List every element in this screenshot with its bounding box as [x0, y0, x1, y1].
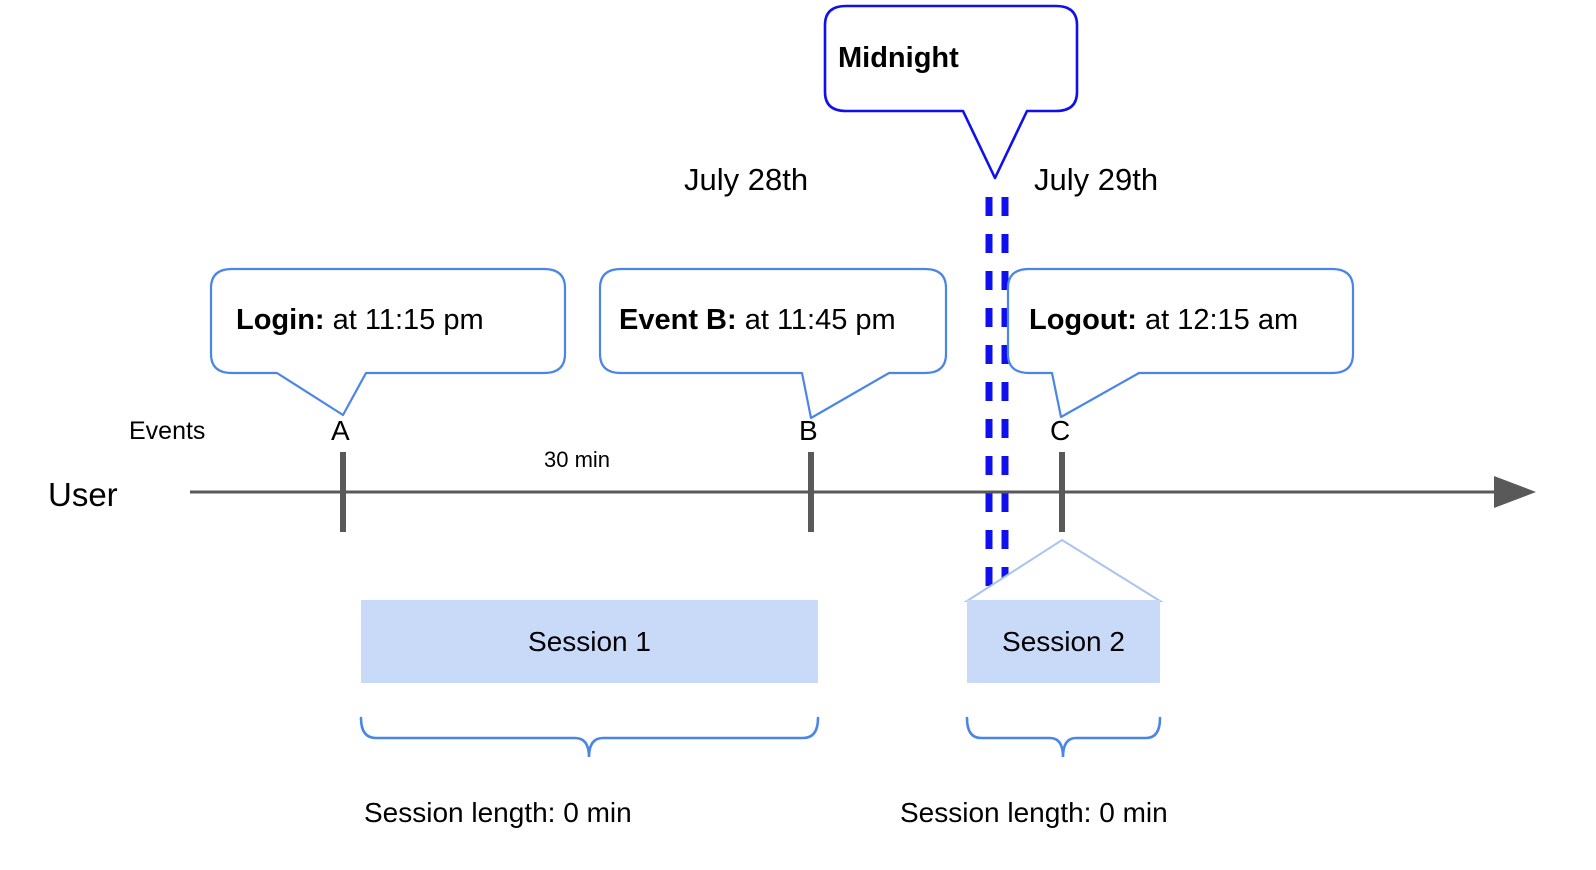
session-2-pointer [963, 538, 1164, 602]
midnight-divider-lines [985, 197, 1009, 592]
session-2-length-label: Session length: 0 min [900, 797, 1168, 828]
callout-logout-detail: at 12:15 am [1136, 304, 1299, 336]
event-letter-b: B [799, 415, 818, 446]
user-row-label: User [48, 476, 118, 513]
date-label-july-29: July 29th [1034, 162, 1159, 197]
callout-logout-title: Logout: [1029, 304, 1137, 336]
events-row-label: Events [129, 417, 206, 445]
callout-shape-login [209, 267, 567, 417]
timeline-axis [190, 476, 1536, 508]
callout-shape-logout [1006, 267, 1355, 419]
session-1-brace [359, 716, 820, 758]
event-tick-marks [340, 452, 1065, 532]
session-1-label: Session 1 [528, 625, 651, 657]
callout-label-login: Login: at 11:15 pm [236, 304, 484, 337]
session-2-label: Session 2 [1002, 625, 1125, 657]
callout-event-b-title: Event B: [619, 304, 737, 336]
callout-login-title: Login: [236, 304, 325, 336]
callout-login-detail: at 11:15 pm [324, 304, 484, 336]
session-2-brace [965, 716, 1162, 758]
session-2-box [967, 600, 1160, 683]
session-1-length-label: Session length: 0 min [364, 797, 632, 828]
session-boxes [361, 600, 1160, 683]
callout-event-b-detail: at 11:45 pm [736, 304, 896, 336]
event-letter-a: A [331, 415, 350, 446]
event-letter-c: C [1050, 415, 1071, 446]
date-label-july-28: July 28th [684, 162, 809, 197]
gap-duration-label: 30 min [544, 447, 611, 472]
callout-shape-event-b [598, 267, 948, 420]
session-1-box [361, 600, 818, 683]
callout-label-logout: Logout: at 12:15 am [1029, 304, 1298, 337]
midnight-callout-label: Midnight [838, 42, 959, 74]
midnight-callout-shape [823, 4, 1079, 180]
callout-label-event-b: Event B: at 11:45 pm [619, 304, 896, 337]
